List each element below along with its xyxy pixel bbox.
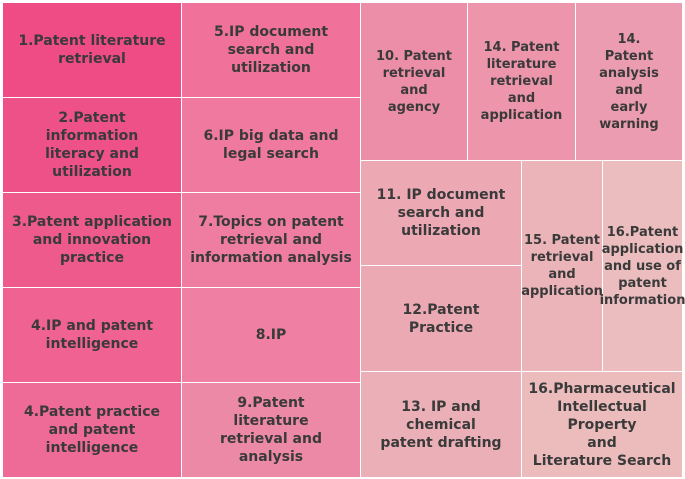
treemap-tile-label: 2.Patent information literacy and utiliz… [45,110,139,180]
treemap-tile-label: 16.Patent application and use of patent … [599,224,685,308]
treemap-tile: 11. IP document search and utilization [361,161,521,265]
treemap-tile: 9.Patent literature retrieval and analys… [182,383,360,477]
treemap-tile: 10. Patent retrieval and agency [361,3,467,160]
treemap-tile: 7.Topics on patent retrieval and informa… [182,193,360,287]
treemap-tile: 2.Patent information literacy and utiliz… [3,98,181,192]
treemap-tile: 4.IP and patent intelligence [3,288,181,382]
treemap-tile: 1.Patent literature retrieval [3,3,181,97]
treemap-tile-label: 6.IP big data and legal search [203,128,339,162]
treemap-tile: 16.Patent application and use of patent … [599,161,685,371]
treemap-tile: 12.Patent Practice [361,266,521,371]
treemap-tile-label: 14. Patent literature retrieval and appl… [480,40,563,123]
treemap-tile: 8.IP [182,288,360,382]
treemap-tile-label: 10. Patent retrieval and agency [375,48,452,115]
treemap-tile-label: 14. Patent analysis and early warning [599,31,659,132]
treemap-tile: 16.Pharmaceutical Intellectual Property … [522,372,682,477]
treemap-tile: 5.IP document search and utilization [182,3,360,97]
treemap-tile-label: 15. Patent retrieval and application [521,233,603,299]
treemap-tile-label: 11. IP document search and utilization [376,187,506,239]
treemap-tile: 6.IP big data and legal search [182,98,360,192]
treemap-tile-label: 1.Patent literature retrieval [18,33,166,67]
treemap-tile: 13. IP and chemical patent drafting [361,372,521,477]
treemap-tile-label: 3.Patent application and innovation prac… [11,214,173,266]
treemap-tile: 14. Patent literature retrieval and appl… [468,3,575,160]
treemap-tile-label: 4.IP and patent intelligence [30,318,154,352]
treemap-tile-label: 9.Patent literature retrieval and analys… [220,395,322,465]
treemap-tile: 4.Patent practice and patent intelligenc… [3,383,181,477]
treemap-tile-label: 7.Topics on patent retrieval and informa… [190,214,352,266]
treemap-tile-label: 5.IP document search and utilization [213,24,329,76]
treemap-tile-label: 12.Patent Practice [402,301,480,336]
treemap-tile-label: 16.Pharmaceutical Intellectual Property … [528,380,676,469]
treemap-tile-label: 4.Patent practice and patent intelligenc… [23,404,161,456]
treemap-tile: 14. Patent analysis and early warning [576,3,682,160]
treemap-tile-label: 13. IP and chemical patent drafting [380,398,502,451]
treemap-tile: 3.Patent application and innovation prac… [3,193,181,287]
treemap-tile-label: 8.IP [255,327,287,343]
treemap-tile: 15. Patent retrieval and application [521,161,603,371]
